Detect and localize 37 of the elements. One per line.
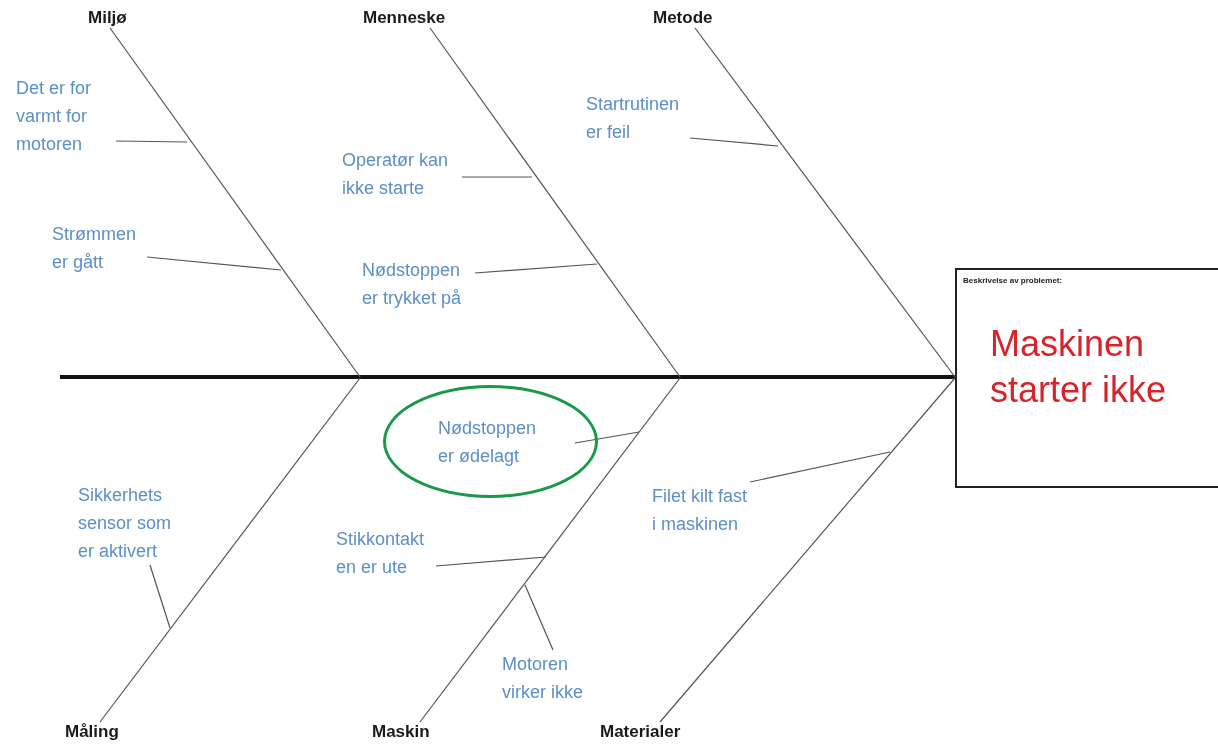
bone-line [659, 377, 956, 723]
problem-statement: Maskinen starter ikke [990, 322, 1168, 412]
box-heading: Beskrivelse av problemet: [962, 275, 1063, 285]
leader-line [115, 140, 188, 143]
leader-line [689, 137, 779, 147]
highlight-ellipse [383, 385, 598, 498]
cause-text: Sikkerhets sensor som er aktivert [78, 481, 178, 565]
bone-line [109, 27, 361, 378]
cause-text: Strømmen er gått [52, 220, 147, 276]
leader-line [474, 263, 598, 274]
category-label: Metode [653, 8, 713, 28]
cause-text: Det er for varmt for motoren [16, 74, 116, 158]
cause-text: Startrutinen er feil [586, 90, 691, 146]
cause-text: Filet kilt fast i maskinen [652, 482, 750, 538]
problem-box [955, 268, 1218, 488]
cause-text: Operatør kan ikke starte [342, 146, 462, 202]
bone-line [419, 377, 681, 723]
category-label: Miljø [88, 8, 127, 28]
leader-line [749, 451, 891, 483]
bone-line [99, 377, 361, 723]
cause-text: Motoren virker ikke [502, 650, 602, 706]
cause-text: Nødstoppen er ødelagt [438, 416, 538, 468]
category-label: Maskin [372, 722, 430, 742]
spine-line [60, 375, 955, 379]
cause-text: Nødstoppen er trykket på [362, 256, 475, 312]
leader-line [574, 431, 640, 444]
category-label: Materialer [600, 722, 681, 742]
leader-line [524, 584, 554, 651]
bone-line [429, 27, 681, 378]
bone-line [694, 27, 956, 378]
cause-text: Stikkontakt en er ute [336, 525, 436, 581]
leader-line [435, 556, 547, 567]
category-label: Menneske [363, 8, 446, 28]
leader-line [146, 256, 282, 271]
category-label: Måling [65, 722, 119, 742]
leader-line [461, 176, 533, 178]
leader-line [149, 564, 171, 629]
